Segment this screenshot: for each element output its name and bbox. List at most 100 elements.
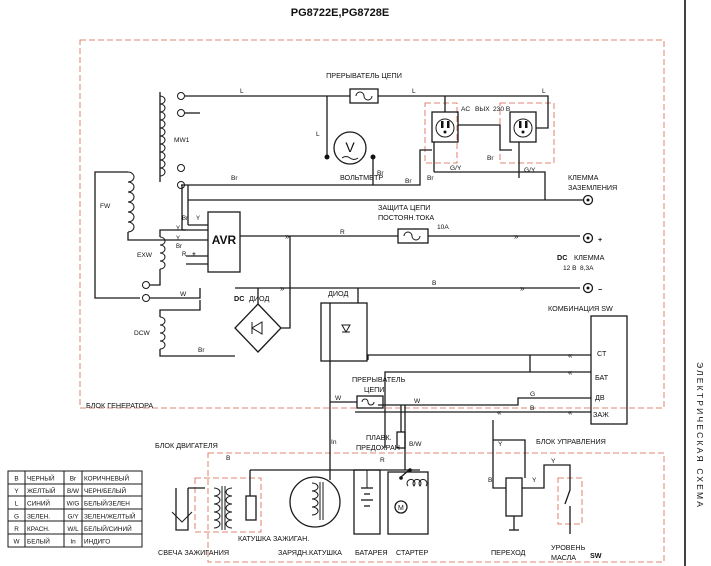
svg-text:Y: Y — [498, 441, 503, 448]
legend-color-name: ИНДИГО — [84, 539, 110, 546]
svg-text:L: L — [240, 88, 244, 95]
svg-text:Br: Br — [176, 244, 182, 250]
legend-color-name: ЗЕЛЕН/ЖЕЛТЫЙ — [84, 511, 136, 520]
svg-text:«: « — [497, 408, 502, 417]
wire-color-legend — [7, 470, 143, 548]
svg-text:ПРЕРЫВАТЕЛЬ: ПРЕРЫВАТЕЛЬ — [352, 375, 406, 384]
svg-text:КЛЕММА: КЛЕММА — [568, 173, 599, 182]
legend-color-name: БЕЛЫЙ/СИНИЙ — [84, 524, 132, 533]
engine-block-outline — [207, 452, 665, 563]
svg-text:ПРЕДОХРАН: ПРЕДОХРАН — [356, 443, 400, 452]
svg-text:AC: AC — [461, 106, 470, 113]
svg-text:8,3А: 8,3А — [580, 265, 594, 272]
legend-code: B/W — [67, 488, 80, 495]
ac-socket-2 — [509, 111, 537, 143]
svg-text:B: B — [488, 477, 493, 484]
legend-color-name: КОРИЧНЕВЫЙ — [84, 474, 130, 483]
legend-color-name: ЧЕРНЫЙ — [27, 474, 55, 483]
svg-text:+: + — [598, 235, 602, 244]
diode-label: ДИОД — [328, 289, 348, 298]
transition-module — [492, 420, 526, 531]
legend-code: G/Y — [67, 513, 79, 520]
generator-block-label: БЛОК ГЕНЕРАТОРА — [86, 401, 153, 410]
socket-1-outline — [424, 102, 458, 164]
svg-text:+: + — [192, 251, 196, 258]
svg-text:Br: Br — [427, 175, 434, 182]
avr-module — [207, 211, 241, 273]
ignition-coil — [188, 477, 262, 533]
svg-text:R: R — [380, 457, 385, 464]
dc-protect-wire: » » — [285, 232, 580, 241]
mid-circuit-breaker — [356, 395, 384, 409]
svg-text:«: « — [568, 368, 573, 377]
svg-text:DC: DC — [557, 253, 567, 262]
svg-text:B: B — [226, 455, 231, 462]
svg-text:»: » — [520, 284, 525, 293]
svg-text:КОМБИНАЦИЯ SW: КОМБИНАЦИЯ SW — [548, 304, 613, 313]
svg-text:ЗАЗЕМЛЕНИЯ: ЗАЗЕМЛЕНИЯ — [568, 183, 617, 192]
mw1-winding — [159, 92, 185, 189]
top-l-wire — [185, 95, 549, 157]
dc-protect-breaker — [397, 228, 429, 244]
svg-text:«: « — [568, 351, 573, 360]
svg-text:V: V — [345, 139, 355, 155]
svg-text:Br: Br — [377, 170, 384, 177]
exw-label: EXW — [137, 252, 153, 259]
dc-terminal-plus — [582, 232, 594, 244]
top-circuit-breaker — [349, 88, 379, 104]
svg-text:B: B — [530, 405, 535, 412]
svg-text:УРОВЕНЬ: УРОВЕНЬ — [551, 543, 586, 552]
svg-text:−: − — [598, 285, 602, 294]
fw-label: FW — [100, 203, 111, 210]
generator-block-outline — [79, 39, 665, 409]
control-block-label: БЛОК УПРАВЛЕНИЯ — [536, 437, 606, 446]
svg-text:In: In — [331, 439, 337, 446]
svg-text:SW: SW — [590, 551, 602, 560]
svg-text:Br: Br — [405, 178, 412, 185]
svg-text:ЗАЖ: ЗАЖ — [593, 410, 609, 419]
svg-text:R: R — [340, 229, 345, 236]
svg-text:G: G — [530, 391, 535, 398]
svg-text:МАСЛА: МАСЛА — [551, 553, 576, 562]
svg-text:СТ: СТ — [597, 349, 607, 358]
svg-text:ЗАЩИТА ЦЕПИ: ЗАЩИТА ЦЕПИ — [378, 203, 430, 212]
svg-text:L: L — [316, 131, 320, 138]
svg-text:10A: 10A — [437, 224, 449, 231]
svg-text:»: » — [280, 284, 285, 293]
svg-text:230 В: 230 В — [493, 106, 511, 113]
side-title: ЭЛЕКТРИЧЕСКАЯ СХЕМА — [695, 362, 705, 509]
svg-text:W: W — [180, 291, 187, 298]
svg-text:ВЫХ: ВЫХ — [475, 106, 490, 113]
legend-code: L — [15, 501, 19, 508]
svg-text:ПЛАВК.: ПЛАВК. — [366, 433, 392, 442]
svg-text:W: W — [414, 398, 421, 405]
charge-diode — [320, 302, 368, 362]
legend-code: Y — [14, 488, 19, 495]
legend-color-name: СИНИЙ — [27, 499, 50, 508]
combination-switch — [590, 315, 628, 425]
svg-text:Br: Br — [182, 216, 188, 222]
oil-level-switch — [522, 464, 583, 534]
legend-code: B — [14, 476, 18, 483]
svg-text:Y: Y — [176, 236, 180, 242]
svg-text:ПОСТОЯН.ТОКА: ПОСТОЯН.ТОКА — [378, 213, 434, 222]
switch-wiring: « « « « — [355, 351, 591, 448]
svg-text:Y: Y — [551, 458, 556, 465]
svg-text:B/W: B/W — [409, 441, 422, 448]
svg-text:ДИОД: ДИОД — [249, 294, 269, 303]
avr-label: AVR — [212, 233, 237, 247]
legend-color-name: БЕЛЫЙ/ЗЕЛЕН — [84, 499, 130, 508]
socket-wiring — [181, 112, 549, 190]
svg-text:»: » — [514, 232, 519, 241]
breaker-top-label: ПРЕРЫВАТЕЛЬ ЦЕПИ — [326, 71, 402, 80]
svg-text:ДВ: ДВ — [595, 393, 605, 402]
legend-color-name: КРАСН. — [27, 526, 50, 533]
svg-text:M: M — [398, 505, 404, 512]
voltmeter-label: ВОЛЬТМЕТР — [340, 173, 383, 182]
legend-color-name: БЕЛЫЙ — [27, 537, 50, 546]
svg-text:Br: Br — [231, 175, 238, 182]
svg-text:Y: Y — [196, 216, 200, 222]
svg-text:Br: Br — [198, 347, 205, 354]
svg-text:Br: Br — [487, 155, 494, 162]
